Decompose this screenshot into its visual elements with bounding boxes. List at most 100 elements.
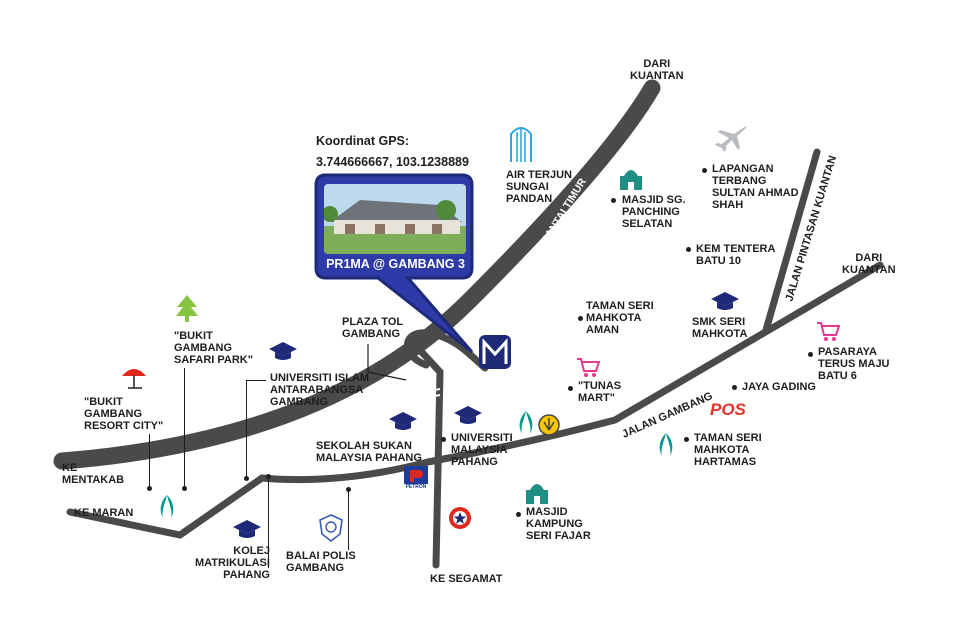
kolej-leader	[268, 478, 270, 568]
label-line: GAMBANG	[286, 562, 345, 574]
jalan-pintasan-road	[762, 148, 821, 334]
marker-dot	[702, 168, 707, 173]
label-kem-tentera: KEM TENTERA BATU 10	[696, 243, 775, 267]
marker-dot	[732, 385, 737, 390]
direction-dari-kuantan-right: DARI KUANTAN	[842, 252, 896, 276]
direction-ke-mentakab: KE MENTAKAB	[62, 462, 124, 486]
label-line: BATU 10	[696, 255, 742, 267]
label-line: UNIVERSITI ISLAM	[270, 372, 370, 384]
label-line: HARTAMAS	[694, 456, 757, 468]
label-line: "TUNAS	[578, 380, 622, 392]
airplane-icon	[715, 126, 746, 152]
label-line: BALAI POLIS	[286, 550, 356, 562]
safari-leader	[184, 368, 186, 488]
label-line: PASARAYA	[818, 346, 877, 358]
label-line: UNIVERSITI	[451, 432, 513, 444]
petronas-icon	[659, 433, 673, 456]
uia-leader	[246, 380, 266, 382]
label-line: GAMBANG	[342, 328, 401, 340]
mosque-icon	[526, 484, 548, 504]
direction-line: DARI	[643, 58, 671, 70]
label-line: AIR TERJUN	[506, 169, 573, 181]
marker-dot	[346, 487, 351, 492]
label-line: SULTAN AHMAD	[712, 187, 799, 199]
label-lapangan-terbang: LAPANGAN TERBANG SULTAN AHMAD SHAH	[712, 163, 799, 211]
label-line: SEKOLAH SUKAN	[316, 440, 412, 452]
label-bukit-resort: "BUKIT GAMBANG RESORT CITY"	[84, 396, 163, 432]
label-line: MALAYSIA PAHANG	[316, 452, 422, 464]
graduation-cap-icon	[269, 342, 297, 360]
jalan-gambang-road	[66, 261, 884, 539]
label-line: MALAYSIA	[451, 444, 508, 456]
project-name: PR1MA @ GAMBANG 3	[326, 257, 465, 271]
direction-line: DARI	[855, 252, 883, 264]
marker-dot	[147, 486, 152, 491]
interchange-loop	[404, 329, 489, 372]
mosque-icon	[620, 170, 642, 190]
label-air-terjun: AIR TERJUN SUNGAI PANDAN	[506, 169, 572, 205]
direction-line: MENTAKAB	[62, 474, 125, 486]
label-masjid-panching: MASJID SG. PANCHING SELATAN	[622, 194, 686, 230]
caltex-icon	[449, 507, 471, 529]
police-badge-icon	[319, 514, 343, 542]
marker-dot	[568, 386, 573, 391]
shell-icon	[538, 414, 560, 436]
marker-dot	[684, 437, 689, 442]
marker-dot	[182, 486, 187, 491]
marker-dot	[441, 437, 446, 442]
label-tunas-mart: "TUNAS MART"	[578, 380, 621, 404]
label-line: KAMPUNG	[526, 518, 583, 530]
label-line: BATU 6	[818, 370, 857, 382]
graduation-cap-icon	[389, 412, 417, 430]
label-masjid-fajar: MASJID KAMPUNG SERI FAJAR	[526, 506, 591, 542]
gps-info: Koordinat GPS: 3.744666667, 103.1238889	[316, 131, 469, 173]
tree-icon	[176, 295, 198, 322]
label-line: AMAN	[586, 324, 619, 336]
label-plaza-tol: PLAZA TOL GAMBANG	[342, 316, 403, 340]
label-line: "BUKIT	[174, 330, 213, 342]
gps-heading: Koordinat GPS:	[316, 134, 410, 148]
shopping-cart-icon	[817, 322, 840, 341]
marker-logo-icon	[479, 335, 511, 369]
label-line: GAMBANG	[174, 342, 233, 354]
marker-dot	[244, 476, 249, 481]
label-ump: UNIVERSITI MALAYSIA PAHANG	[451, 432, 513, 468]
waterfall-icon	[510, 127, 532, 162]
highway-road	[53, 79, 661, 470]
ke-segamat-road	[414, 344, 444, 569]
label-line: SUNGAI	[506, 181, 549, 193]
label-sekolah-sukan: SEKOLAH SUKAN MALAYSIA PAHANG	[316, 440, 422, 464]
direction-line: KUANTAN	[842, 264, 896, 276]
label-bukit-safari: "BUKIT GAMBANG SAFARI PARK"	[174, 330, 253, 366]
marker-dot	[611, 198, 616, 203]
label-line: PANDAN	[506, 193, 553, 205]
petronas-icon	[160, 495, 174, 518]
label-line: "BUKIT	[84, 396, 123, 408]
petron-icon: PETRON	[404, 466, 428, 490]
label-kolej: KOLEJ MATRIKULASI PAHANG	[195, 545, 270, 581]
label-line: SERI FAJAR	[526, 530, 591, 542]
toll-plaza-mark	[406, 388, 441, 402]
graduation-cap-icon	[233, 520, 261, 538]
label-line: TERBANG	[712, 175, 767, 187]
label-jaya-gading: JAYA GADING	[742, 381, 816, 393]
petron-label: PETRON	[405, 484, 427, 490]
label-line: SELATAN	[622, 218, 673, 230]
uia-leader	[246, 380, 248, 476]
petronas-icon	[519, 411, 533, 434]
polis-leader	[348, 490, 350, 550]
plaza-tol-leader	[367, 344, 407, 381]
resort-leader	[149, 434, 151, 488]
pos-logo: POS	[710, 400, 746, 419]
label-line: RESORT CITY"	[84, 420, 164, 432]
direction-dari-kuantan-top: DARI KUANTAN	[630, 58, 684, 82]
label-line: LAPANGAN	[712, 163, 774, 175]
marker-dot	[686, 247, 691, 252]
label-line: SHAH	[712, 199, 744, 211]
gps-coordinates: 3.744666667, 103.1238889	[316, 155, 469, 169]
label-line: MASJID	[526, 506, 568, 518]
shopping-cart-icon	[577, 358, 600, 377]
direction-line: KUANTAN	[630, 70, 684, 82]
label-taman-seri-mahkota-aman: TAMAN SERI MAHKOTA AMAN	[586, 300, 654, 336]
